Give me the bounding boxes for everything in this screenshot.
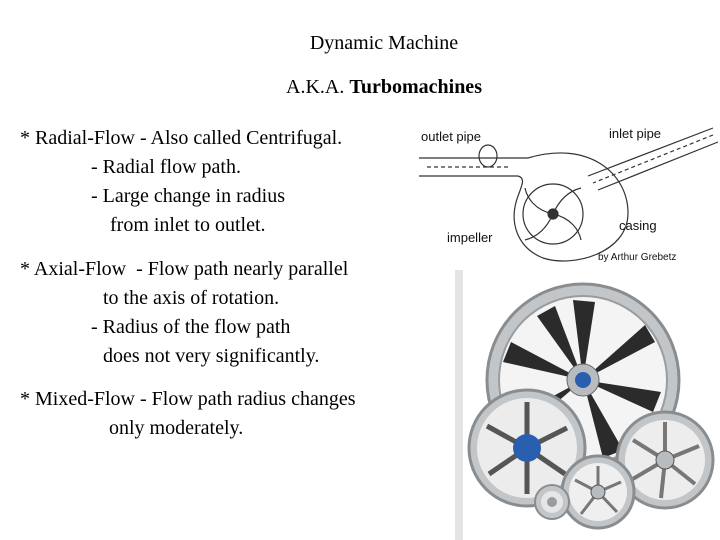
mixed-flow-heading-cont: only moderately. <box>109 417 244 439</box>
aka-prefix: A.K.A. <box>286 76 350 98</box>
axial-flow-point-1-cont: does not very significantly. <box>103 345 320 367</box>
credit-label: by Arthur Grebetz <box>598 252 676 263</box>
axial-fans-photo <box>455 270 720 540</box>
impeller-label: impeller <box>447 230 493 245</box>
axial-flow-point-1: - Radius of the flow path <box>91 316 291 338</box>
radial-flow-point-1: - Radial flow path. <box>91 156 241 178</box>
centrifugal-pump-diagram: outlet pipe inlet pipe impeller casing b… <box>419 126 719 263</box>
radial-flow-point-2-cont: from inlet to outlet. <box>110 214 266 236</box>
aka-term: Turbomachines <box>349 76 482 98</box>
axial-flow-heading-cont: to the axis of rotation. <box>103 287 280 309</box>
casing-label: casing <box>619 218 657 233</box>
slide-subtitle: A.K.A. Turbomachines <box>0 76 720 99</box>
outlet-pipe-label: outlet pipe <box>421 129 481 144</box>
radial-flow-point-2: - Large change in radius <box>91 185 285 207</box>
radial-flow-heading: * Radial-Flow - Also called Centrifugal. <box>20 127 343 149</box>
axial-flow-heading: * Axial-Flow - Flow path nearly parallel <box>20 258 349 280</box>
inlet-pipe-label: inlet pipe <box>609 126 661 141</box>
mixed-flow-heading: * Mixed-Flow - Flow path radius changes <box>20 388 356 410</box>
slide-title: Dynamic Machine <box>309 32 459 54</box>
